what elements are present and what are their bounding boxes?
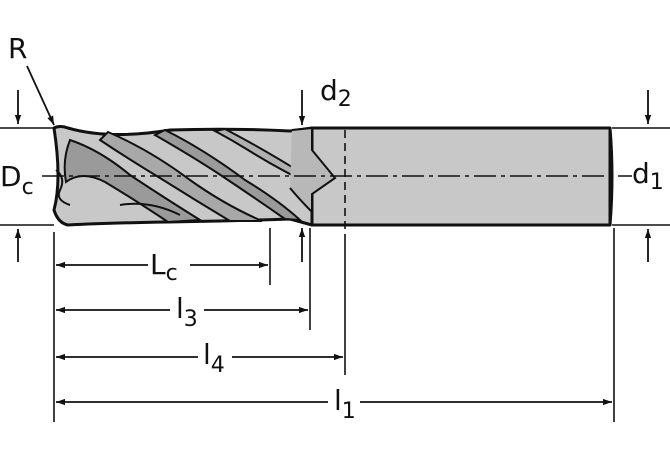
- label-dc: Dc: [0, 160, 34, 200]
- length-dimension-lines: [56, 261, 612, 406]
- label-lc: Lc: [150, 248, 178, 286]
- label-l4: l4: [203, 338, 225, 378]
- label-d1: d1: [632, 157, 664, 195]
- r-leader-arrow: [26, 65, 55, 126]
- label-l3: l3: [176, 292, 198, 332]
- label-l1: l1: [334, 384, 356, 424]
- label-r: R: [8, 32, 27, 65]
- extension-lines: [0, 127, 670, 422]
- label-d2: d2: [320, 74, 352, 112]
